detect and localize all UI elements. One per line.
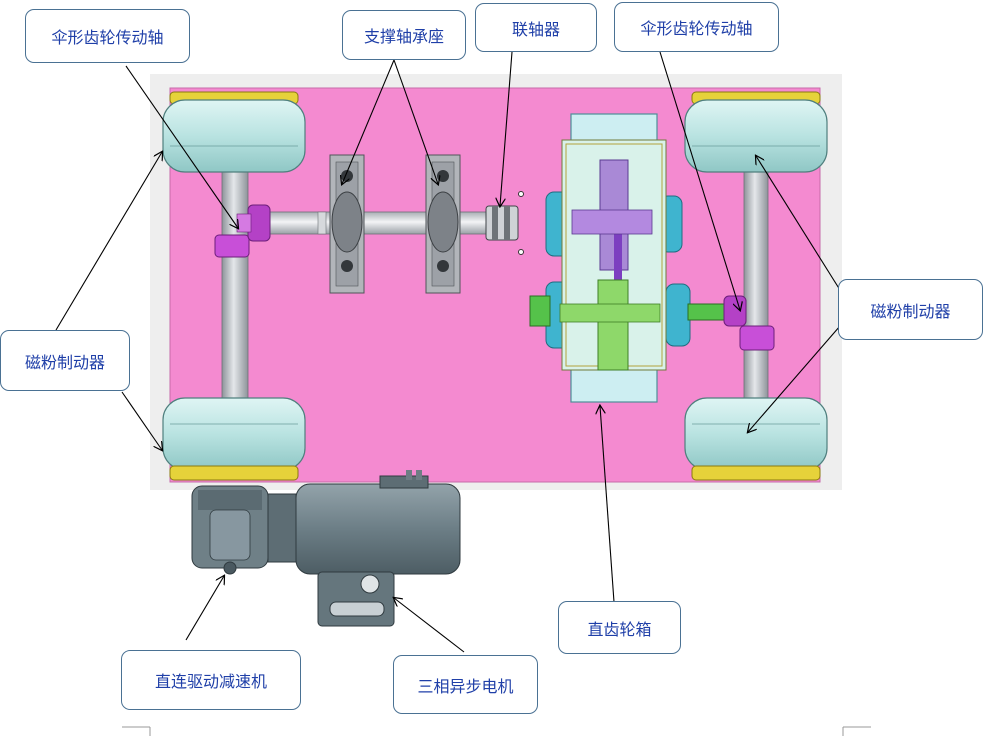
label-brake-right: 磁粉制动器	[838, 279, 983, 340]
label-bevel-shaft-right: 伞形齿轮传动轴	[614, 2, 779, 52]
label-reducer: 直连驱动减速机	[121, 650, 301, 710]
label-coupling: 联轴器	[475, 3, 597, 52]
brake-bottom-right	[684, 397, 828, 481]
label-motor: 三相异步电机	[393, 655, 538, 714]
main-drive-shaft	[261, 211, 497, 235]
bearing-seat-2	[425, 154, 461, 294]
bearing-seat-1	[329, 154, 365, 294]
label-spur-gearbox: 直齿轮箱	[558, 601, 681, 654]
brake-bottom-left	[162, 397, 306, 481]
brake-top-left	[162, 91, 306, 173]
label-brake-left: 磁粉制动器	[0, 330, 130, 391]
coupling-part	[485, 191, 524, 255]
reducer-unit	[191, 485, 297, 575]
left-bevel-gear	[214, 204, 271, 258]
spur-gearbox-assembly	[529, 113, 737, 403]
right-axle-shaft	[743, 169, 769, 401]
left-axle-shaft	[221, 169, 249, 401]
motor-unit	[295, 470, 461, 627]
leader-lines	[55, 51, 841, 653]
label-bevel-shaft-left: 伞形齿轮传动轴	[25, 9, 190, 63]
brake-top-right	[684, 91, 828, 173]
label-bearing-seat: 支撑轴承座	[342, 10, 466, 60]
